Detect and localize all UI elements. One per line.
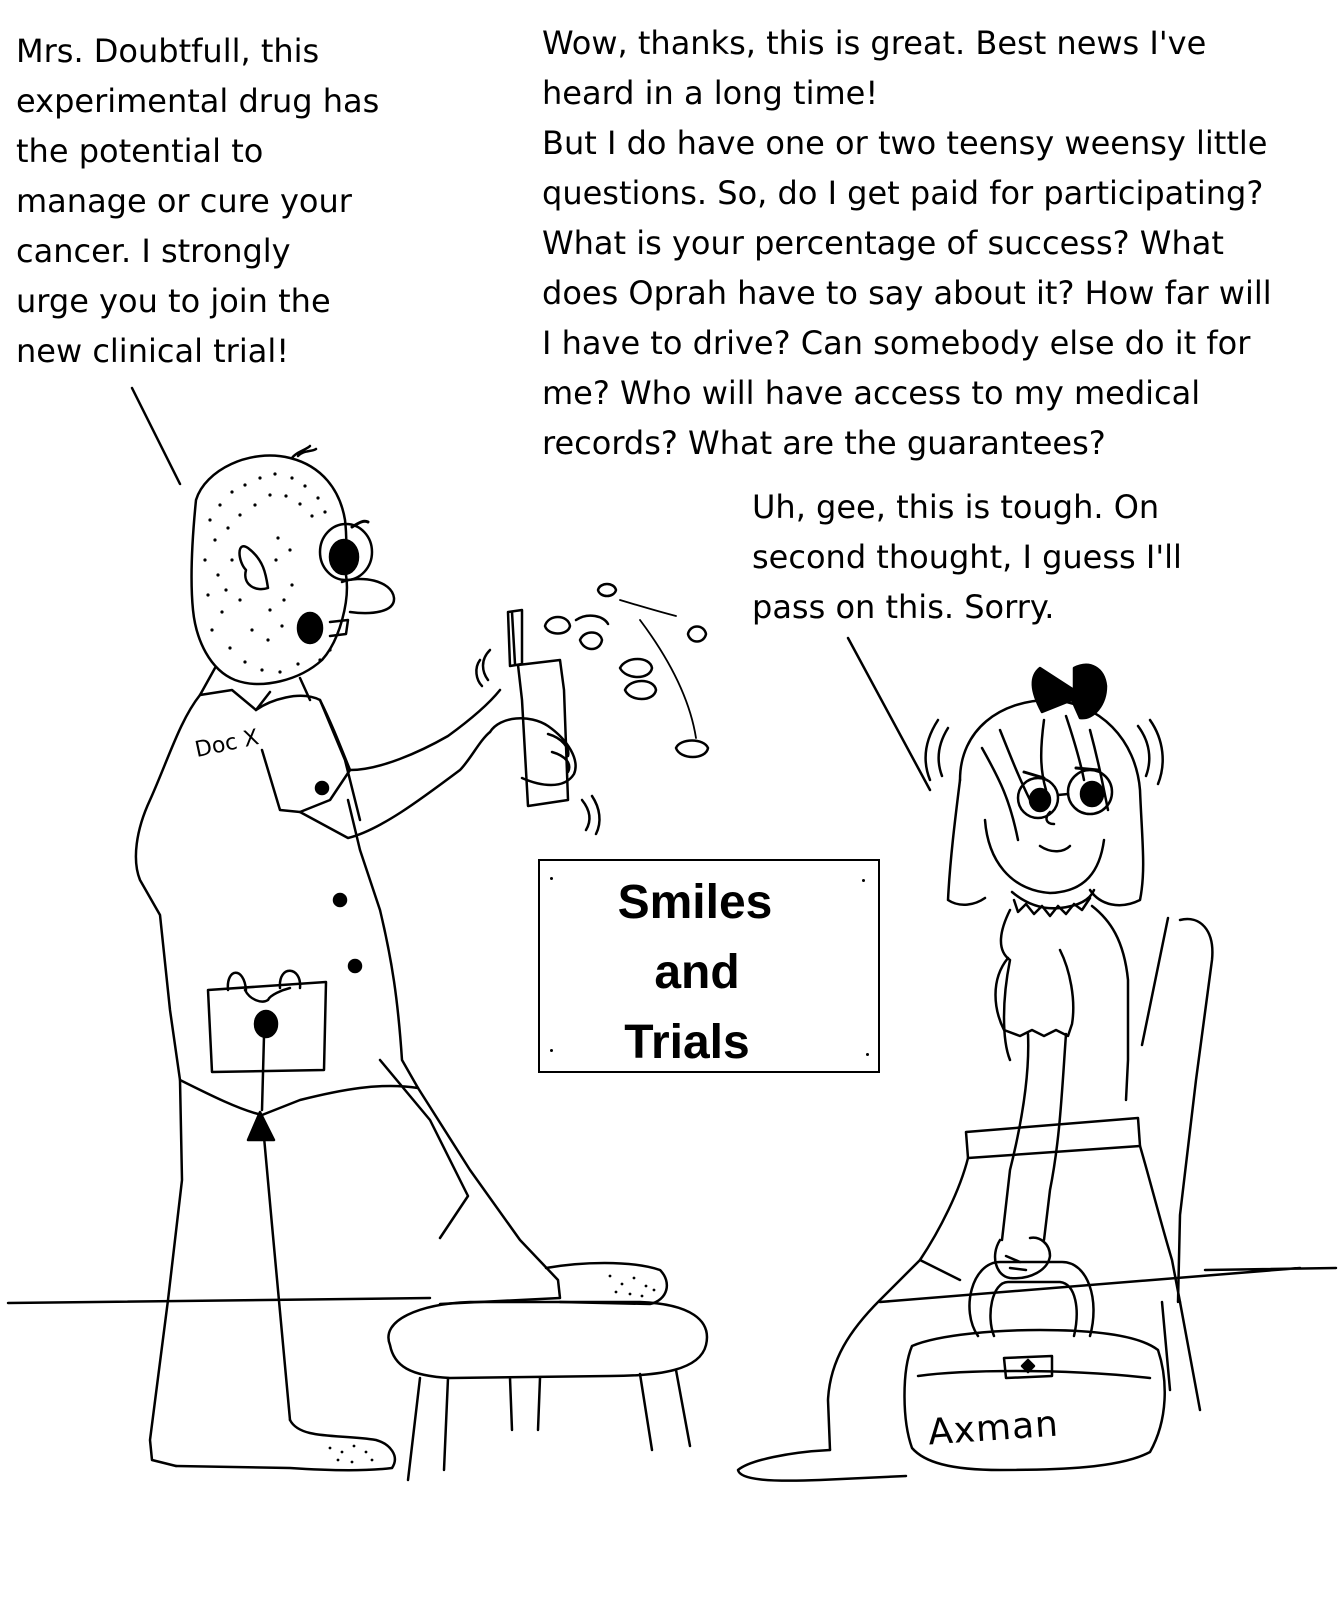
patient-speech-line: me? Who will have access to my medical — [542, 374, 1201, 412]
patient-reply-line: second thought, I guess I'll — [752, 538, 1182, 576]
title-sign: Smiles and Trials — [538, 859, 880, 1073]
patient-reply-speech: Uh, gee, this is tough. On second though… — [752, 482, 1182, 632]
doctor-speech-line: Mrs. Doubtfull, this — [16, 32, 320, 70]
doctor-speech-pointer — [130, 386, 182, 486]
patient-reply-line: pass on this. Sorry. — [752, 588, 1055, 626]
doctor-speech-line: new clinical trial! — [16, 332, 290, 370]
doctor-speech: Mrs. Doubtfull, this experimental drug h… — [16, 26, 379, 376]
patient-reply-line: Uh, gee, this is tough. On — [752, 488, 1160, 526]
handbag — [903, 1260, 1166, 1472]
sign-title-line-2: and — [654, 946, 740, 999]
doctor-speech-line: manage or cure your — [16, 182, 352, 220]
patient-reply-pointer — [846, 636, 932, 792]
sign-title-line-1: Smiles — [617, 876, 773, 929]
pills — [543, 582, 710, 759]
footstool — [387, 1300, 709, 1482]
doctor-speech-line: cancer. I strongly — [16, 232, 291, 270]
doctor-speech-line: urge you to join the — [16, 282, 331, 320]
doctor-speech-line: experimental drug has — [16, 82, 380, 120]
patient-figure — [736, 663, 1214, 1482]
hair-bow — [1031, 663, 1108, 720]
doctor-speech-line: the potential to — [16, 132, 264, 170]
patient-speech-line: does Oprah have to say about it? How far… — [542, 274, 1272, 312]
patient-speech-line: I have to drive? Can somebody else do it… — [542, 324, 1251, 362]
doctor-figure — [134, 444, 710, 1472]
patient-speech: Wow, thanks, this is great. Best news I'… — [542, 18, 1272, 468]
floor-line — [6, 1266, 1338, 1305]
patient-speech-line: records? What are the guarantees? — [542, 424, 1106, 462]
patient-speech-line: questions. So, do I get paid for partici… — [542, 174, 1264, 212]
patient-speech-line: What is your percentage of success? What — [542, 224, 1224, 262]
patient-speech-line: But I do have one or two teensy weensy l… — [542, 124, 1268, 162]
patient-speech-line: heard in a long time! — [542, 74, 879, 112]
sign-title-line-3: Trials — [624, 1016, 750, 1069]
patient-speech-line: Wow, thanks, this is great. Best news I'… — [542, 24, 1207, 62]
